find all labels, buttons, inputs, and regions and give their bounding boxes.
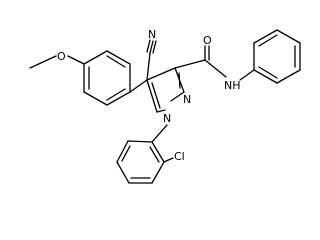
chloro-label: Cl	[174, 150, 185, 163]
molecule-structure: N O NH N N O	[29, 28, 301, 184]
cyano-group: N	[146, 28, 157, 81]
methoxy-oxygen-label: O	[57, 50, 66, 63]
ring-nitrogen-1-label: N	[163, 112, 171, 125]
n-phenyl-ring	[253, 29, 301, 84]
amide-oxygen-label: O	[203, 34, 212, 47]
methoxyphenyl-ring: O	[29, 50, 148, 106]
ring-nitrogen-2-label: N	[183, 93, 191, 106]
chlorophenyl-ring: Cl	[116, 124, 185, 184]
pyrazole-ring	[146, 67, 185, 113]
structure-canvas: N O NH N N O	[29, 28, 301, 184]
amide-nh-label: NH	[224, 79, 241, 92]
carboxamide-group: O NH	[174, 34, 255, 92]
cyano-nitrogen-label: N	[148, 28, 156, 41]
